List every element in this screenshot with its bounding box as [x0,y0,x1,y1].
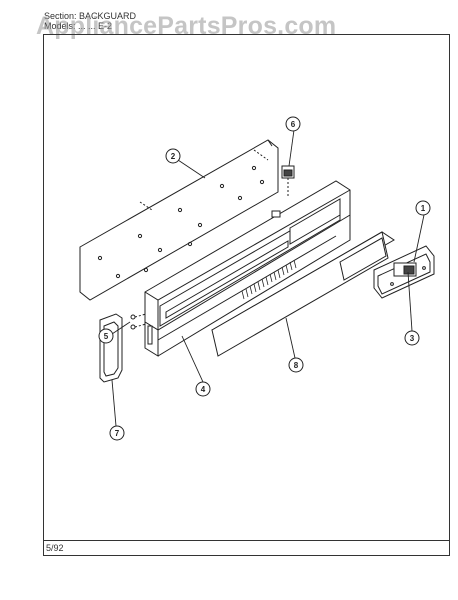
callout-4-label: 4 [201,385,206,394]
models-label: Models: ... ... E-2 [44,21,113,31]
callout-4: 4 [195,381,211,397]
footer-divider [43,540,450,541]
callout-8: 8 [288,357,304,373]
backguard-housing-part [144,180,351,357]
callout-6: 6 [285,116,301,132]
callout-1: 1 [415,200,431,216]
callout-5-label: 5 [104,332,109,341]
callout-1-label: 1 [421,204,426,213]
callout-6-label: 6 [291,120,296,129]
callout-3-label: 3 [410,334,415,343]
callout-3: 3 [404,330,420,346]
end-cap-part [99,313,123,383]
back-plate-part [79,139,279,301]
callout-2: 2 [165,148,181,164]
watermark-text: AppliancePartsPros.com [36,12,337,40]
callout-7-label: 7 [115,429,120,438]
screw-part [130,313,147,330]
switch-part [281,165,295,196]
front-panel-part [211,231,395,357]
callout-8-label: 8 [294,361,299,370]
callout-5: 5 [98,328,114,344]
diagram-frame [43,34,450,556]
switch-bracket-part [373,245,435,299]
page-header: Section: BACKGUARD Models: ... ... E-2 [44,11,136,31]
footer-date: 5/92 [46,543,64,553]
leader-lines [111,129,425,427]
callout-2-label: 2 [171,152,176,161]
callout-7: 7 [109,425,125,441]
section-label: Section: BACKGUARD [44,11,137,21]
